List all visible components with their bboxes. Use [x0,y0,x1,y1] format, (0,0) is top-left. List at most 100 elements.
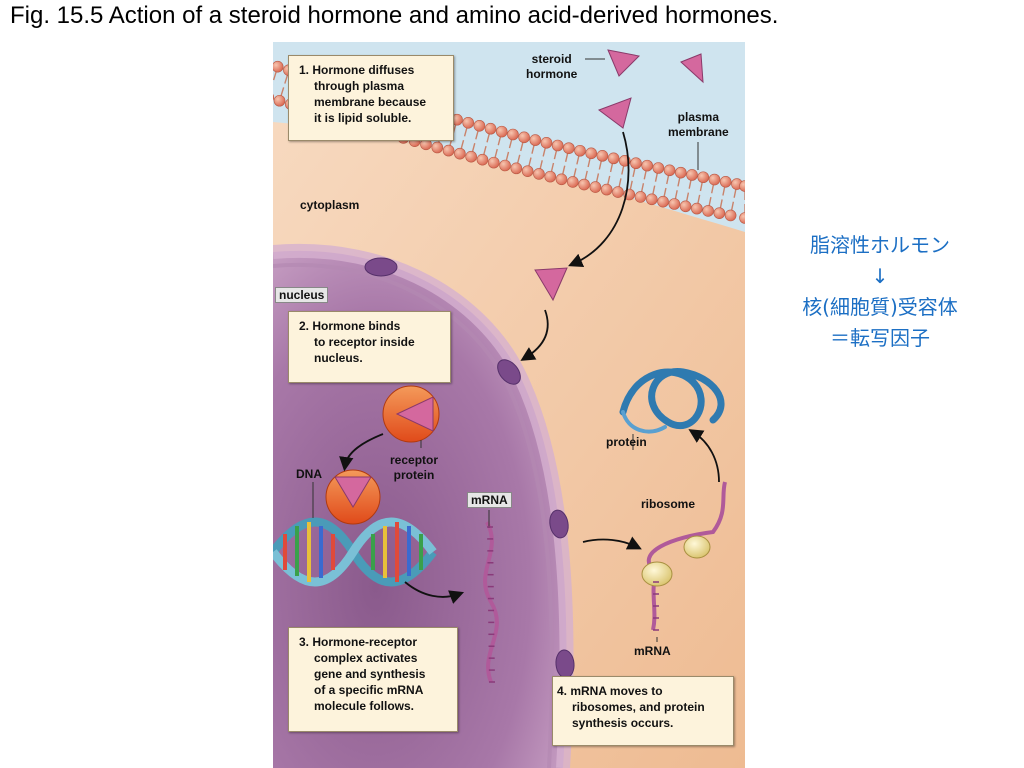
ribosomes [641,535,711,587]
lipid-head [634,191,647,203]
note-line-4: ＝転写因子 [830,326,930,350]
lipid-head [646,193,658,206]
step-4-box: 4. mRNA moves to ribosomes, and protein … [552,676,734,746]
step-4-line-2: ribosomes, and protein [572,700,705,714]
note-line-3: 核(細胞質)受容体 [802,295,958,319]
label-cytoplasm: cytoplasm [300,198,360,212]
lipid-head [551,139,564,152]
japanese-annotation: 脂溶性ホルモン ↓ 核(細胞質)受容体 ＝転写因子 [770,230,990,354]
lipid-head [567,176,579,188]
lipid-head [657,195,669,208]
step-4-line-3: synthesis occurs. [572,716,674,730]
step-3-line-1: 3. Hormone-receptor [299,635,418,649]
leader-lines [312,58,699,642]
label-receptor-protein-line-1: receptor [390,453,439,467]
label-plasma-membrane-line-1: plasma [677,110,720,124]
lipid-head [574,144,586,157]
lipid-head [668,198,681,210]
lipid-head [713,207,726,219]
dna-bound-receptor-complex [325,469,381,525]
lipid-head [585,147,598,160]
step-1-line-1: 1. Hormone diffuses [299,63,415,77]
lipid-head [652,162,665,174]
lipid-head [462,116,475,129]
label-nucleus: nucleus [275,287,329,303]
lipid-head [600,183,613,196]
lipid-head [607,152,620,165]
pathway-arrows [339,131,720,604]
label-plasma-membrane: plasma membrane [668,110,729,140]
lipid-head [697,171,710,184]
step-2-line-1: 2. Hormone binds [299,319,401,333]
lipid-head [465,150,477,163]
nuclear-pores [364,257,575,679]
lipid-head [630,157,642,170]
lipid-head [454,147,466,160]
lipid-head [663,164,676,177]
lipid-head [702,205,714,217]
label-steroid-hormone-line-2: hormone [526,67,578,81]
figure-title: Fig. 15.5 Action of a steroid hormone an… [10,2,779,29]
lipid-head [507,128,519,141]
lipid-head [544,170,557,183]
step-2-box: 2. Hormone binds to receptor inside nucl… [288,311,451,383]
lipid-head [273,93,275,101]
receptor-protein [382,385,440,443]
lipid-head [578,178,590,191]
lipid-head [540,137,553,149]
lipid-head [495,125,508,138]
step-1-line-4: it is lipid soluble. [314,111,412,125]
label-protein: protein [606,435,647,449]
note-arrow: ↓ [871,264,889,288]
label-receptor-protein-line-2: protein [393,468,435,482]
mrna-strand-nucleus [483,521,499,683]
protein-coil [619,368,725,434]
step-4-line-1: 4. mRNA moves to [557,684,663,698]
lipid-head [596,150,609,162]
step-2-line-3: nucleus. [314,351,363,365]
label-steroid-hormone: steroid hormone [526,52,577,82]
lipid-head [529,134,542,146]
step-1-line-2: through plasma [314,79,405,93]
lipid-head [442,144,455,157]
lipid-head [510,162,523,175]
lipid-head [518,131,530,144]
step-2-line-2: to receptor inside [314,335,415,349]
lipid-head [612,186,624,198]
lipid-head [563,142,575,154]
lipid-head [476,153,489,166]
lipid-head [724,209,737,222]
lipid-head [273,94,286,107]
step-3-line-5: molecule follows. [314,699,415,713]
lipid-head [708,173,721,186]
dna-helix [273,517,437,587]
lipid-head [675,166,687,179]
step-3-box: 3. Hormone-receptor complex activates ge… [288,627,458,732]
lipid-head [473,119,486,132]
note-line-1: 脂溶性ホルモン [810,233,950,257]
lipid-head [484,122,497,135]
lipid-head [499,159,511,172]
lipid-head [739,212,745,224]
step-3-line-3: gene and synthesis [314,667,426,681]
lipid-head [679,200,692,213]
lipid-head [431,141,444,154]
lipid-head [686,169,698,181]
lipid-head [719,175,732,188]
label-steroid-hormone-line-1: steroid [531,52,572,66]
label-mrna-nucleus: mRNA [467,492,512,508]
lipid-head [739,180,745,192]
step-1-box: 1. Hormone diffuses through plasma membr… [288,55,454,141]
step-1-line-3: membrane because [314,95,427,109]
label-receptor-protein: receptor protein [390,453,438,483]
label-dna: DNA [296,467,322,481]
step-3-line-2: complex activates [314,651,418,665]
label-mrna-cytoplasm: mRNA [634,644,671,658]
label-plasma-membrane-line-2: membrane [668,125,729,139]
lipid-head [521,165,534,177]
step-3-line-4: of a specific mRNA [314,683,424,697]
lipid-head [555,173,568,186]
lipid-head [487,156,500,169]
lipid-head [691,202,703,215]
lipid-head [533,168,545,180]
